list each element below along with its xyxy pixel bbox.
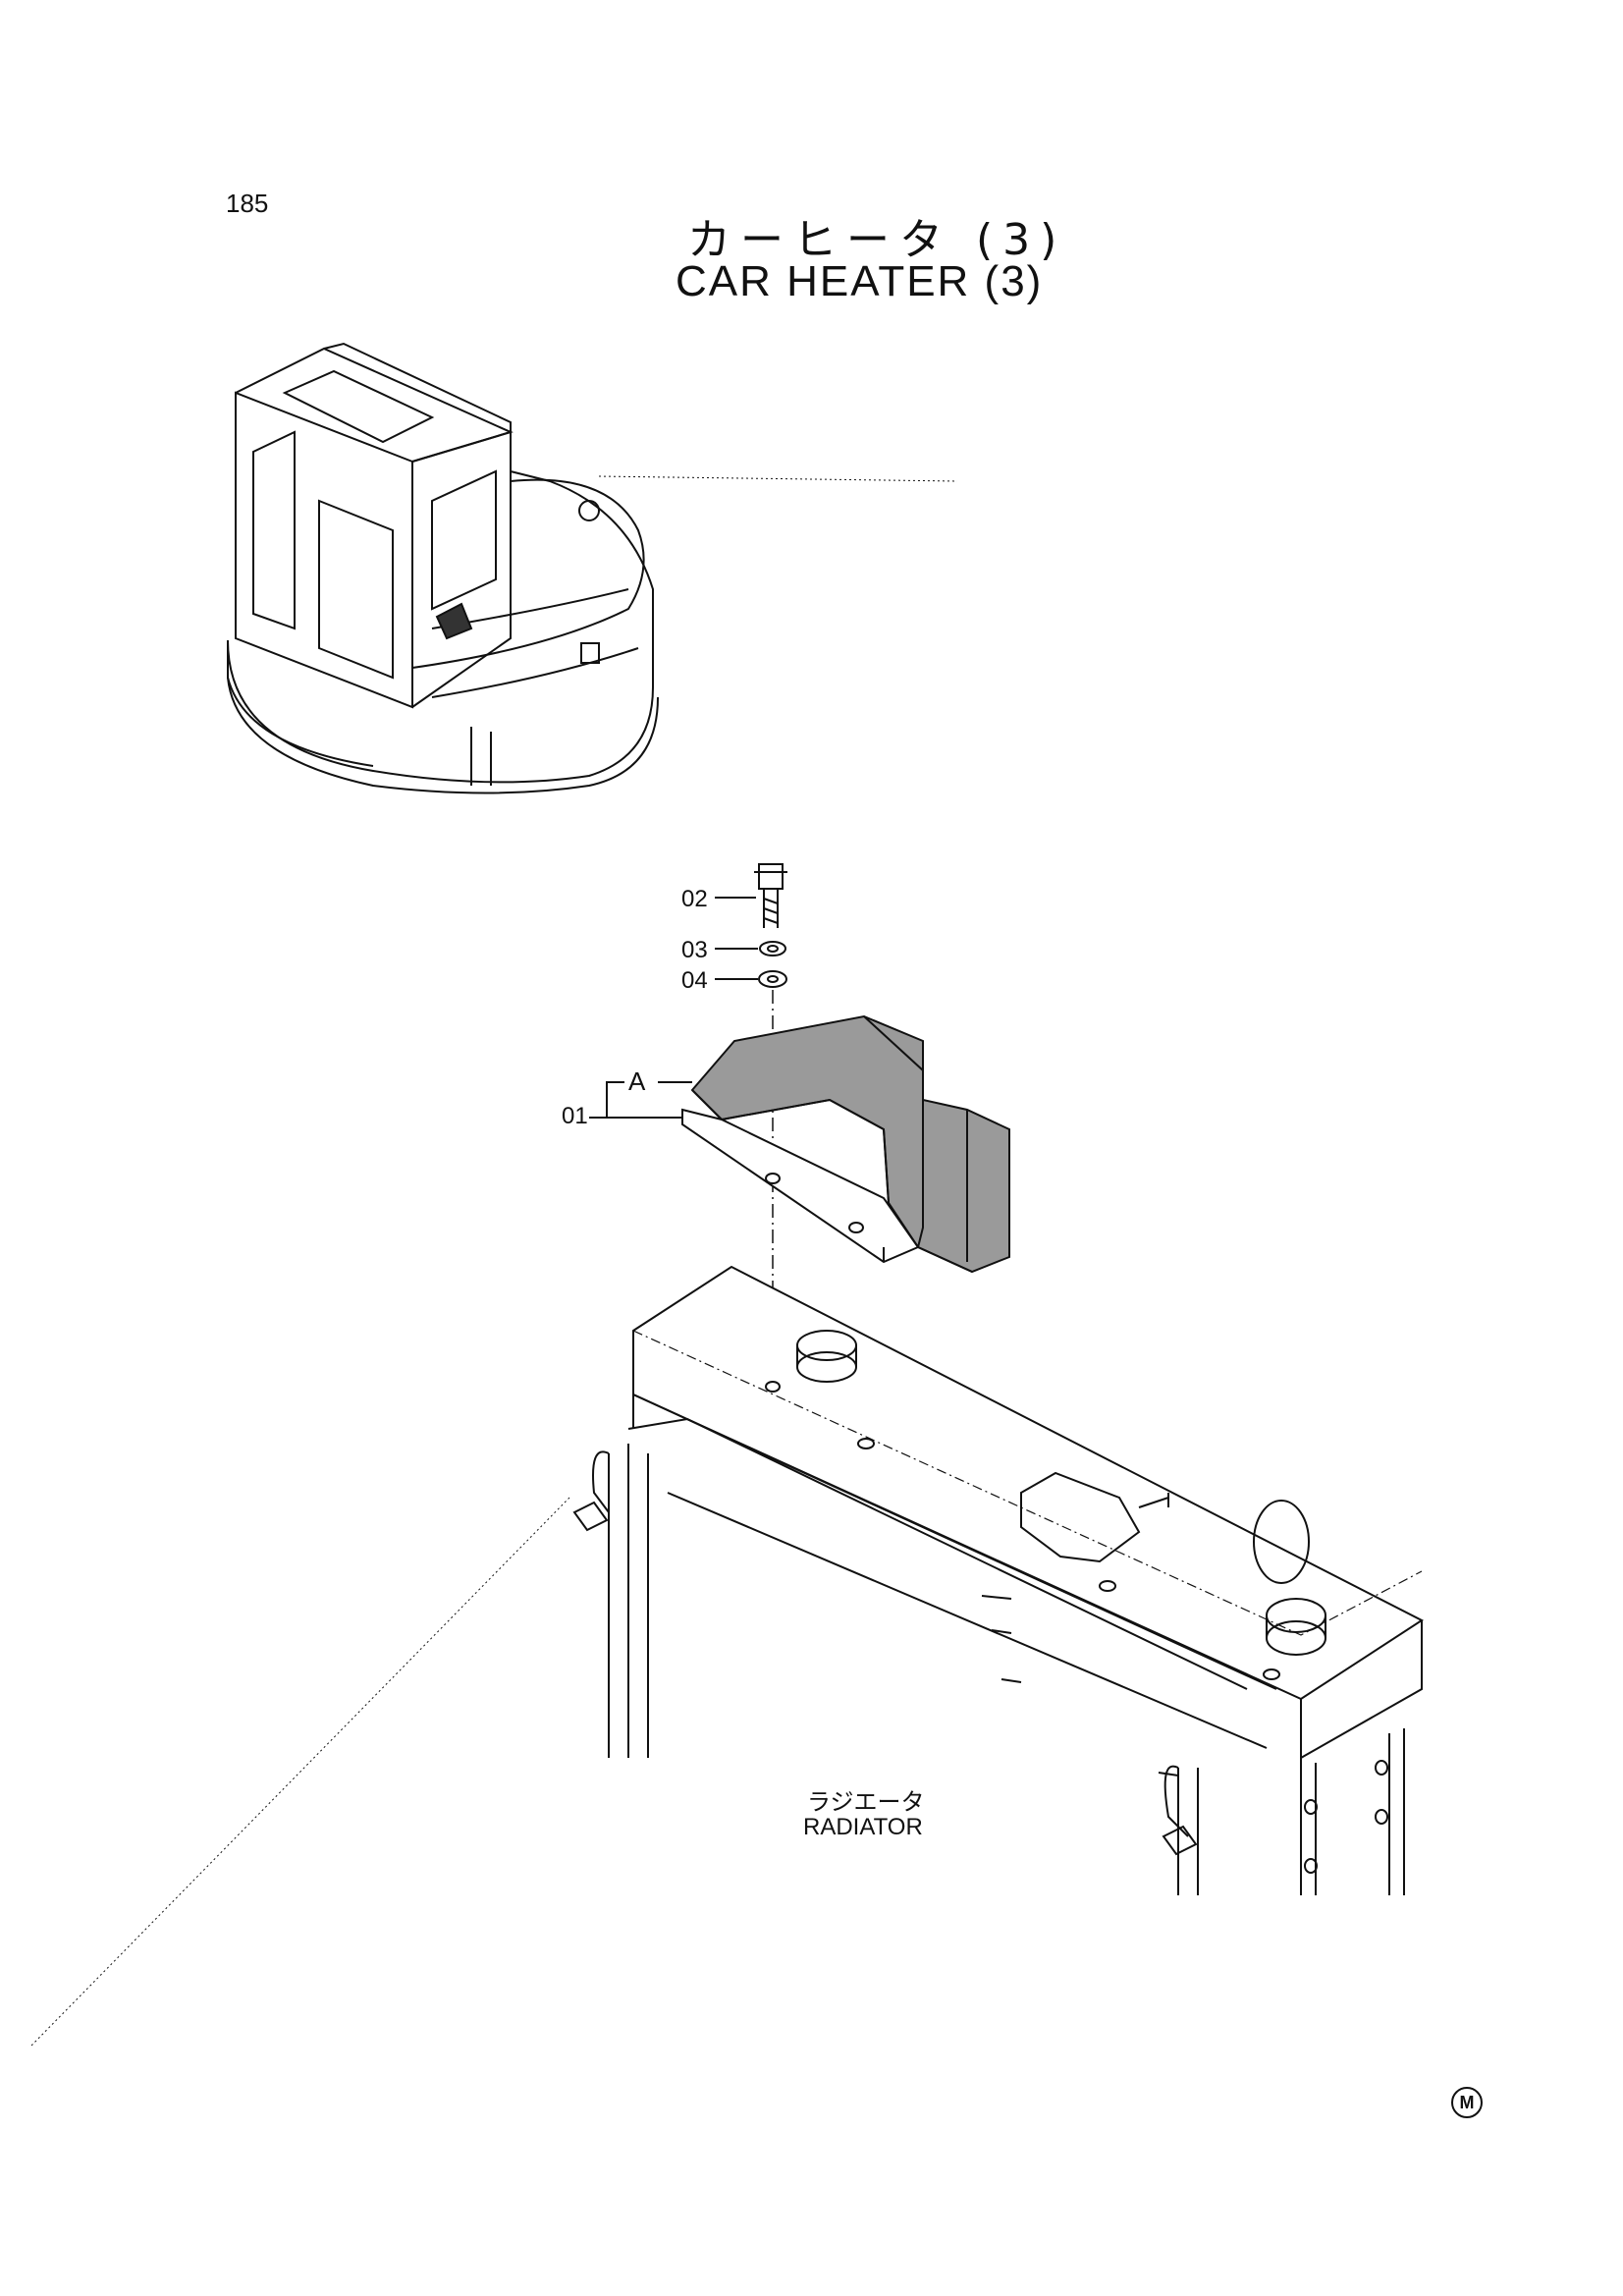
excavator-overview-illustration xyxy=(227,342,659,794)
part-number-04: 04 xyxy=(681,967,708,994)
bracket-01 xyxy=(681,1108,920,1264)
radiator-core xyxy=(572,1394,1405,1895)
title-japanese: カーヒータ (3) xyxy=(687,215,1067,265)
title-english: CAR HEATER (3) xyxy=(676,257,1044,305)
part-number-03: 03 xyxy=(681,937,708,963)
part-label-A: A xyxy=(628,1066,646,1096)
radiator-label-japanese: ラジエータ xyxy=(807,1788,925,1816)
radiator-label-english: RADIATOR xyxy=(803,1814,923,1840)
radiator-top-tank xyxy=(632,1265,1424,1759)
part-number-01: 01 xyxy=(562,1103,588,1129)
part-number-02: 02 xyxy=(681,886,708,912)
bolt-02 xyxy=(754,863,787,928)
corner-mark-icon: M xyxy=(1451,2087,1483,2118)
page-number: 185 xyxy=(226,189,269,218)
